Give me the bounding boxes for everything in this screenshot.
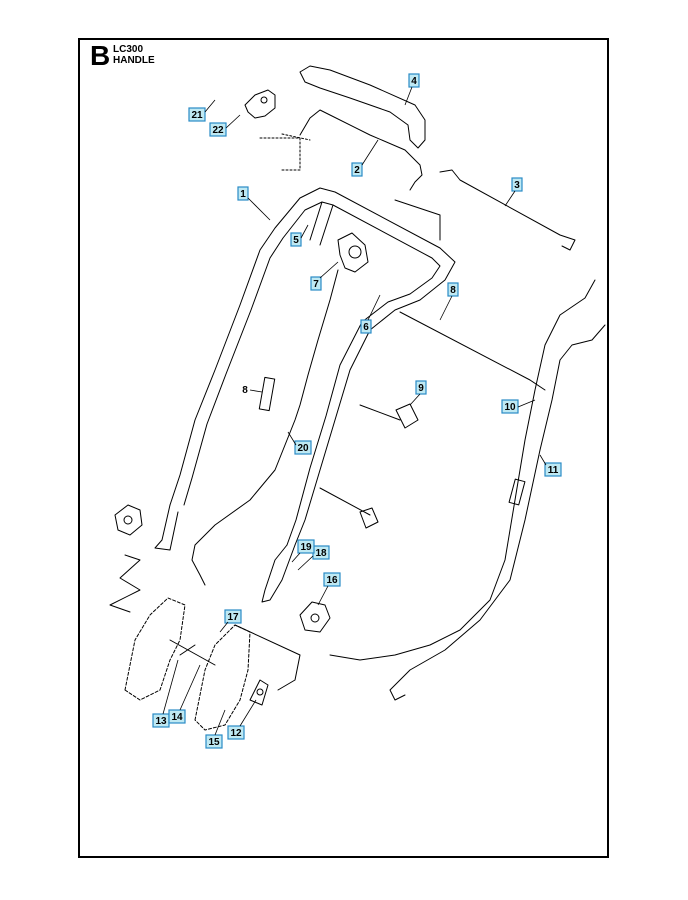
clip-lower bbox=[359, 507, 379, 529]
svg-text:6: 6 bbox=[363, 322, 369, 333]
callout-8-boxed: 8 bbox=[439, 282, 459, 321]
link-rod bbox=[439, 169, 576, 251]
callout-18: 18 bbox=[297, 545, 330, 571]
callout-12: 12 bbox=[227, 699, 257, 740]
svg-text:5: 5 bbox=[293, 235, 299, 246]
cable-sleeve bbox=[508, 478, 526, 506]
callout-7: 7 bbox=[310, 261, 339, 291]
callout-3: 3 bbox=[504, 177, 523, 207]
explode-bracket-right bbox=[234, 624, 301, 691]
callout-16: 16 bbox=[317, 572, 341, 606]
lower-right-leg bbox=[261, 544, 296, 603]
callout-13: 13 bbox=[152, 659, 179, 728]
brake-cable-11 bbox=[389, 324, 606, 701]
clip-9 bbox=[395, 403, 419, 429]
handle-crossbar bbox=[309, 201, 334, 246]
svg-text:14: 14 bbox=[171, 712, 183, 723]
callout-17: 17 bbox=[219, 609, 242, 633]
svg-text:19: 19 bbox=[300, 542, 312, 553]
cable-guide-hole bbox=[260, 96, 268, 104]
callout-6: 6 bbox=[360, 294, 381, 334]
callout-2: 2 bbox=[351, 139, 379, 177]
svg-text:16: 16 bbox=[326, 575, 338, 586]
throttle-knob bbox=[348, 245, 362, 259]
svg-text:22: 22 bbox=[212, 125, 224, 136]
svg-text:4: 4 bbox=[411, 76, 417, 87]
callout-9: 9 bbox=[409, 380, 427, 406]
throttle-cable bbox=[191, 269, 339, 586]
callout-10: 10 bbox=[501, 399, 536, 414]
svg-text:10: 10 bbox=[504, 402, 516, 413]
callout-22: 22 bbox=[209, 114, 241, 137]
upper-handle-bar-inner bbox=[183, 201, 441, 546]
callout-5: 5 bbox=[290, 224, 309, 247]
upper-handle-bar bbox=[169, 187, 456, 546]
explode-line-a bbox=[259, 133, 311, 171]
control-bar bbox=[299, 65, 426, 149]
svg-text:20: 20 bbox=[297, 443, 309, 454]
svg-text:15: 15 bbox=[208, 737, 220, 748]
svg-text:12: 12 bbox=[230, 728, 242, 739]
svg-text:11: 11 bbox=[548, 465, 559, 476]
callout-14: 14 bbox=[168, 664, 201, 724]
model-name: LC300 bbox=[113, 44, 144, 55]
callout-15: 15 bbox=[205, 709, 226, 749]
washer-12-hole bbox=[256, 688, 264, 696]
lower-left-leg bbox=[154, 504, 179, 551]
svg-text:1: 1 bbox=[240, 189, 246, 200]
svg-text:13: 13 bbox=[155, 716, 167, 727]
explode-line-c bbox=[399, 311, 546, 391]
section-letter: B bbox=[90, 40, 111, 71]
parts-linework bbox=[109, 65, 606, 731]
throttle-lever bbox=[337, 232, 369, 273]
callout-4: 4 bbox=[404, 73, 420, 106]
callout-8-plain: 8 bbox=[242, 385, 263, 396]
knob-left bbox=[114, 504, 143, 536]
cable-guide bbox=[244, 89, 276, 119]
svg-text:3: 3 bbox=[514, 180, 520, 191]
callout-19: 19 bbox=[291, 539, 315, 563]
explode-bracket-left bbox=[109, 554, 141, 613]
washer-12 bbox=[249, 679, 269, 706]
svg-text:21: 21 bbox=[191, 110, 203, 121]
knob-16 bbox=[299, 601, 331, 633]
svg-text:2: 2 bbox=[354, 165, 360, 176]
brake-cable-10 bbox=[329, 279, 596, 661]
svg-text:8: 8 bbox=[242, 385, 248, 396]
clip-8 bbox=[258, 376, 276, 412]
knob-16-center bbox=[310, 613, 320, 623]
bracket-15 bbox=[194, 624, 251, 731]
callout-20: 20 bbox=[287, 431, 312, 455]
bolt-14 bbox=[169, 639, 216, 666]
callout-1: 1 bbox=[237, 186, 271, 221]
bail-rod bbox=[299, 109, 423, 191]
callout-11: 11 bbox=[539, 454, 562, 477]
callout-21: 21 bbox=[188, 99, 216, 122]
knob-left-center bbox=[123, 515, 133, 525]
svg-text:18: 18 bbox=[315, 548, 327, 559]
explode-line-b bbox=[394, 199, 441, 241]
svg-text:7: 7 bbox=[313, 279, 319, 290]
svg-text:8: 8 bbox=[450, 285, 456, 296]
assembly-name: HANDLE bbox=[113, 55, 155, 66]
explode-line-d bbox=[319, 404, 401, 516]
bracket-13 bbox=[124, 597, 186, 701]
svg-text:9: 9 bbox=[418, 383, 424, 394]
svg-text:17: 17 bbox=[227, 612, 239, 623]
diagram-frame bbox=[78, 38, 609, 858]
